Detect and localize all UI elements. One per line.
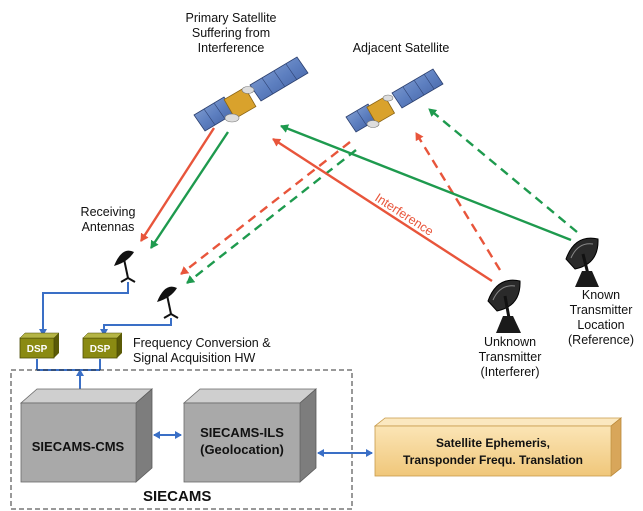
reference-uplink-primary xyxy=(280,124,572,242)
primary-downlink-green xyxy=(150,131,229,249)
antenna2-to-dsp-line xyxy=(100,318,172,336)
receiving-antenna-1-icon xyxy=(114,250,136,283)
ephemeris-label-line2: Transponder Frequ. Translation xyxy=(403,453,583,467)
primary-satellite-icon xyxy=(193,56,309,132)
dsp-left-label: DSP xyxy=(27,344,48,355)
adjacent-satellite-label: Adjacent Satellite xyxy=(352,41,450,55)
interferer-uplink-adjacent xyxy=(414,132,502,271)
adjacent-downlink-green xyxy=(186,149,357,284)
siecams-label: SIECAMS xyxy=(143,488,212,505)
known-transmitter-icon xyxy=(565,237,599,287)
dsp-unit-left: DSP xyxy=(19,332,60,359)
siecams-ils-label-line2: (Geolocation) xyxy=(200,442,284,457)
siecams-cms-box[interactable]: SIECAMS-CMS xyxy=(19,388,154,483)
primary-satellite-label: Primary Satellite Suffering from Interfe… xyxy=(185,11,277,55)
adjacent-satellite-icon xyxy=(345,68,444,133)
receiving-antennas-label: Receiving Antennas xyxy=(80,205,136,234)
ephemeris-box[interactable]: Satellite Ephemeris, Transponder Frequ. … xyxy=(373,417,623,477)
reference-uplink-adjacent xyxy=(428,108,578,233)
siecams-cms-label: SIECAMS-CMS xyxy=(32,439,125,454)
siecams-ils-box[interactable]: SIECAMS-ILS (Geolocation) xyxy=(182,388,318,483)
siecams-boundary xyxy=(10,369,353,510)
known-transmitter-label: Known Transmitter Location (Reference) xyxy=(568,288,634,347)
receiving-antenna-2-icon xyxy=(157,286,179,319)
primary-downlink-red xyxy=(139,127,216,242)
frequency-conversion-label: Frequency Conversion & Signal Acquisitio… xyxy=(133,336,271,365)
unknown-transmitter-label: Unknown Transmitter (Interferer) xyxy=(478,335,542,379)
interferer-uplink-primary xyxy=(272,137,493,283)
interference-label: Interference xyxy=(372,191,436,239)
dsp-right-label: DSP xyxy=(90,344,111,355)
dsp-unit-right: DSP xyxy=(82,332,123,359)
antenna1-to-dsp-line xyxy=(39,282,129,336)
adjacent-downlink-red xyxy=(180,141,351,275)
siecams-ils-label-line1: SIECAMS-ILS xyxy=(200,425,284,440)
ephemeris-label-line1: Satellite Ephemeris, xyxy=(436,436,550,450)
unknown-transmitter-icon xyxy=(487,279,521,333)
